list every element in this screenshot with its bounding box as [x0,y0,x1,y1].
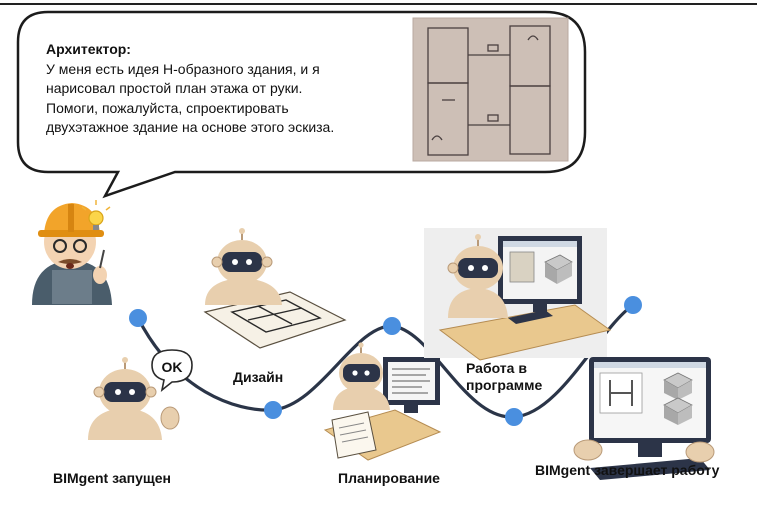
timeline-node [264,401,282,419]
finish-scene-icon [573,357,715,480]
architect-character-icon [32,200,112,305]
floor-plan-sketch-photo [412,17,569,162]
software-robot-icon [424,228,612,361]
speaker-label: Архитектор: [46,41,131,57]
launched-robot-icon: OK [88,349,193,440]
speech-line: Помоги, пожалуйста, спроектировать [46,99,289,116]
timeline-node [383,317,401,335]
speech-line: нарисовал простой план этажа от руки. [46,80,303,96]
timeline-node [505,408,523,426]
stage-label-launched: BIMgent запущен [53,470,171,486]
speech-line: двухэтажное здание на основе этого эскиз… [46,119,335,135]
design-robot-icon [203,228,347,349]
stage-label-finish: BIMgent завершает работу [535,462,720,478]
timeline-node [129,309,147,327]
planning-robot-icon [323,342,442,461]
speech-line: У меня есть идея Н-образного здания, и я [46,60,320,77]
timeline-node [624,296,642,314]
stage-label-software: Работа в программе [466,360,543,393]
ok-bubble-text: OK [162,359,183,375]
stage-label-design: Дизайн [233,369,284,385]
stage-label-planning: Планирование [338,470,440,486]
top-rule [0,3,757,5]
architect-speech-text: Архитектор: У меня есть идея Н-образного… [46,40,401,138]
